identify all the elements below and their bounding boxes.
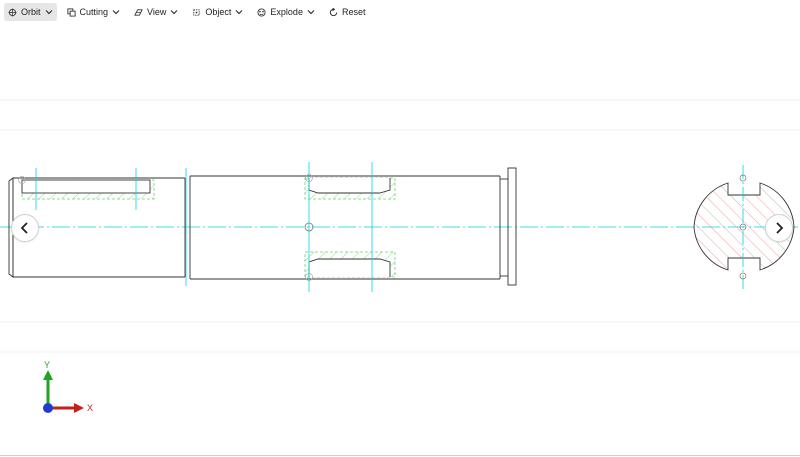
chevron-down-icon: [307, 10, 315, 15]
orbit-label: Orbit: [21, 7, 41, 17]
cad-viewport[interactable]: Y X: [0, 24, 800, 457]
object-icon: [193, 8, 201, 16]
view-button[interactable]: View: [130, 3, 182, 21]
toolbar: Orbit Cutting View Object: [0, 0, 800, 24]
orbit-icon: [8, 7, 17, 17]
axis-triad: [43, 370, 84, 413]
cross-section: [693, 165, 795, 290]
explode-label: Explode: [270, 7, 303, 17]
keyway-end-mark: [305, 273, 313, 281]
background-grid: [0, 99, 800, 353]
keyway-left: [21, 179, 155, 200]
viewport-bottom-border: [0, 455, 800, 456]
chevron-down-icon: [112, 10, 120, 15]
keyway-mid-bottom: [304, 251, 396, 278]
view-label: View: [147, 7, 167, 17]
object-button[interactable]: Object: [188, 3, 247, 21]
next-view-button[interactable]: [765, 214, 793, 242]
chevron-down-icon: [235, 10, 243, 15]
explode-button[interactable]: Explode: [253, 3, 319, 21]
reset-icon: [329, 7, 338, 16]
keyway-mid-top: [304, 177, 396, 200]
chevron-down-icon: [45, 10, 52, 15]
x-axis-label: X: [87, 403, 94, 413]
cutting-label: Cutting: [79, 7, 109, 17]
reset-button[interactable]: Reset: [325, 3, 370, 21]
keyway-end-mark: [305, 174, 313, 182]
cutting-icon: [66, 7, 76, 17]
center-hole-mark: [304, 222, 314, 232]
previous-view-button[interactable]: [11, 214, 39, 242]
drawing-canvas: [0, 99, 800, 413]
cutting-button[interactable]: Cutting: [63, 3, 125, 21]
chevron-left-icon: [20, 222, 28, 234]
chevron-down-icon: [170, 10, 178, 15]
explode-icon: [257, 7, 266, 17]
chevron-right-icon: [776, 222, 784, 234]
keyway-end-mark: [18, 176, 26, 184]
orbit-button[interactable]: Orbit: [4, 3, 57, 21]
reset-label: Reset: [341, 7, 366, 17]
object-label: Object: [205, 7, 232, 17]
view-icon: [134, 8, 143, 16]
center-marks: [35, 162, 373, 292]
y-axis-label: Y: [44, 360, 51, 370]
